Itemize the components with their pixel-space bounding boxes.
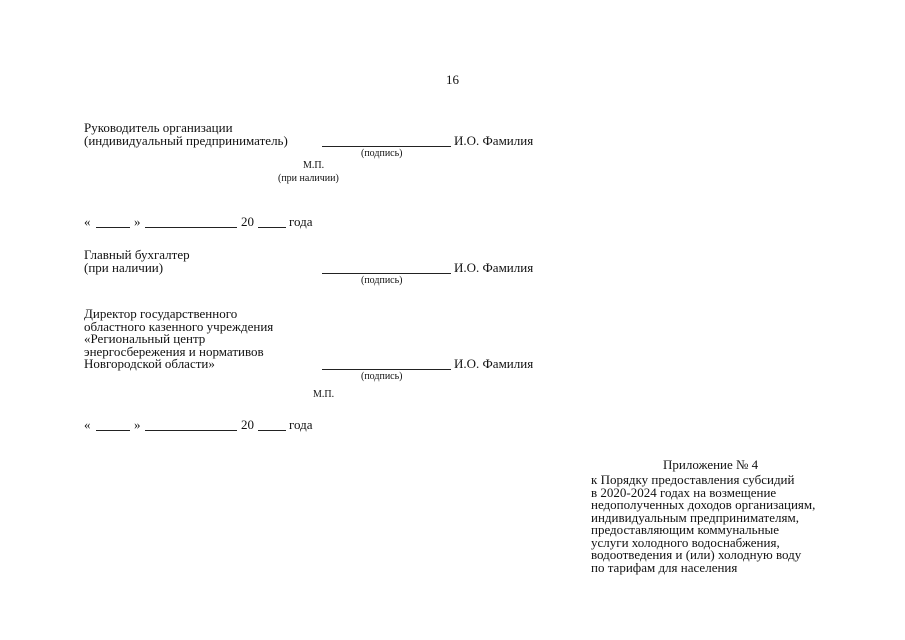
appendix-line1: к Порядку предоставления субсидий: [591, 472, 795, 487]
accountant-title-line1: Главный бухгалтер: [84, 247, 190, 262]
accountant-signature-line: [322, 273, 451, 274]
page-number: 16: [446, 72, 459, 87]
date2-month-line: [145, 430, 237, 431]
date1-open-quote: «: [84, 214, 91, 229]
director-title-line1: Директор государственного: [84, 306, 238, 321]
date1-year-prefix: 20: [241, 214, 254, 229]
appendix-line8: по тарифам для населения: [591, 559, 738, 575]
date2-suffix: года: [289, 417, 313, 432]
head-name: И.О. Фамилия: [454, 133, 534, 148]
appendix-description: к Порядку предоставления субсидий в 2020…: [591, 472, 816, 575]
head-title-line2: (индивидуальный предприниматель): [84, 133, 288, 148]
appendix-line2: в 2020-2024 годах на возмещение: [591, 484, 777, 500]
date2-year-line: [258, 430, 286, 431]
date2-close-quote: »: [134, 417, 141, 432]
head-stamp-note: (при наличии): [278, 173, 339, 184]
appendix-line7: водоотведения и (или) холодную воду: [591, 547, 802, 562]
accountant-title-line2: (при наличии): [84, 260, 164, 275]
director-stamp: М.П.: [313, 389, 335, 400]
director-title-line3: «Региональный центр: [84, 331, 206, 346]
director-title: Директор государственного областного каз…: [84, 306, 274, 371]
date1-day-line: [96, 227, 130, 228]
director-name: И.О. Фамилия: [454, 356, 534, 371]
appendix-line5: предоставляющим коммунальные: [591, 522, 780, 537]
head-signature-line: [322, 146, 451, 147]
appendix-line6: услуги холодного водоснабжения,: [591, 534, 780, 550]
director-title-line4: энергосбережения и нормативов: [84, 343, 264, 359]
accountant-name: И.О. Фамилия: [454, 260, 534, 275]
director-signature-caption: (подпись): [361, 371, 403, 382]
date1-suffix: года: [289, 214, 313, 229]
director-title-line5: Новгородской области»: [84, 356, 215, 371]
date1-close-quote: »: [134, 214, 141, 229]
head-stamp: М.П.: [303, 160, 325, 171]
date1-month-line: [145, 227, 237, 228]
head-signature-caption: (подпись): [361, 148, 403, 159]
accountant-signature-caption: (подпись): [361, 275, 403, 286]
appendix-line3: недополученных доходов организациям,: [591, 497, 816, 512]
appendix-line4: индивидуальным предпринимателям,: [591, 509, 799, 525]
appendix-title: Приложение № 4: [663, 457, 759, 472]
director-title-line2: областного казенного учреждения: [84, 318, 274, 334]
date1-year-line: [258, 227, 286, 228]
head-title-line1: Руководитель организации: [84, 120, 233, 135]
date2-day-line: [96, 430, 130, 431]
date2-year-prefix: 20: [241, 417, 254, 432]
director-signature-line: [322, 369, 451, 370]
date2-open-quote: «: [84, 417, 91, 432]
